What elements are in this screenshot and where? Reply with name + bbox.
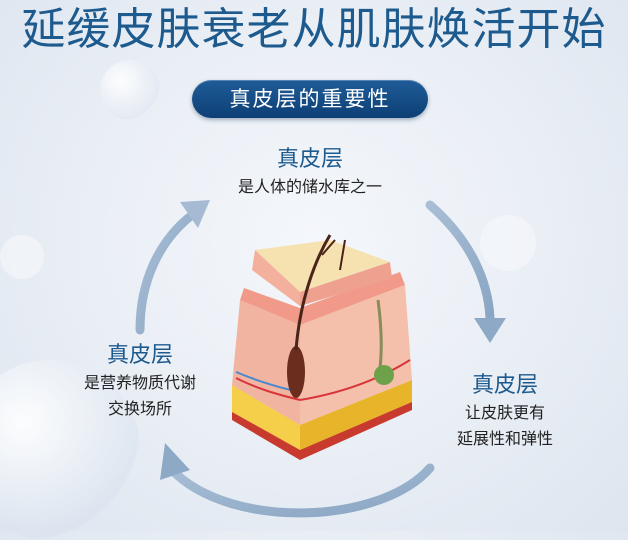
arrow-up-icon [135, 200, 210, 335]
block-heading: 真皮层 [106, 343, 173, 368]
arrow-curve-icon [160, 443, 435, 518]
block-heading: 真皮层 [471, 373, 538, 398]
block-description-line1: 让皮肤更有 [464, 403, 545, 422]
info-block-top: 真皮层 是人体的储水库之一 [190, 146, 430, 200]
info-block-left: 真皮层 是营养物质代谢 交换场所 [40, 342, 240, 422]
info-block-right: 真皮层 让皮肤更有 延展性和弹性 [410, 372, 600, 452]
skin-illustration [232, 234, 412, 460]
block-description-line2: 延展性和弹性 [456, 429, 553, 448]
page-title: 延缓皮肤衰老从肌肤焕活开始 [21, 4, 607, 55]
section-pill: 真皮层的重要性 [192, 80, 428, 118]
block-description: 是人体的储水库之一 [237, 177, 382, 196]
block-heading: 真皮层 [276, 147, 343, 172]
arrow-down-icon [425, 200, 506, 343]
block-description-line2: 交换场所 [107, 399, 172, 418]
block-description-line1: 是营养物质代谢 [83, 373, 196, 392]
